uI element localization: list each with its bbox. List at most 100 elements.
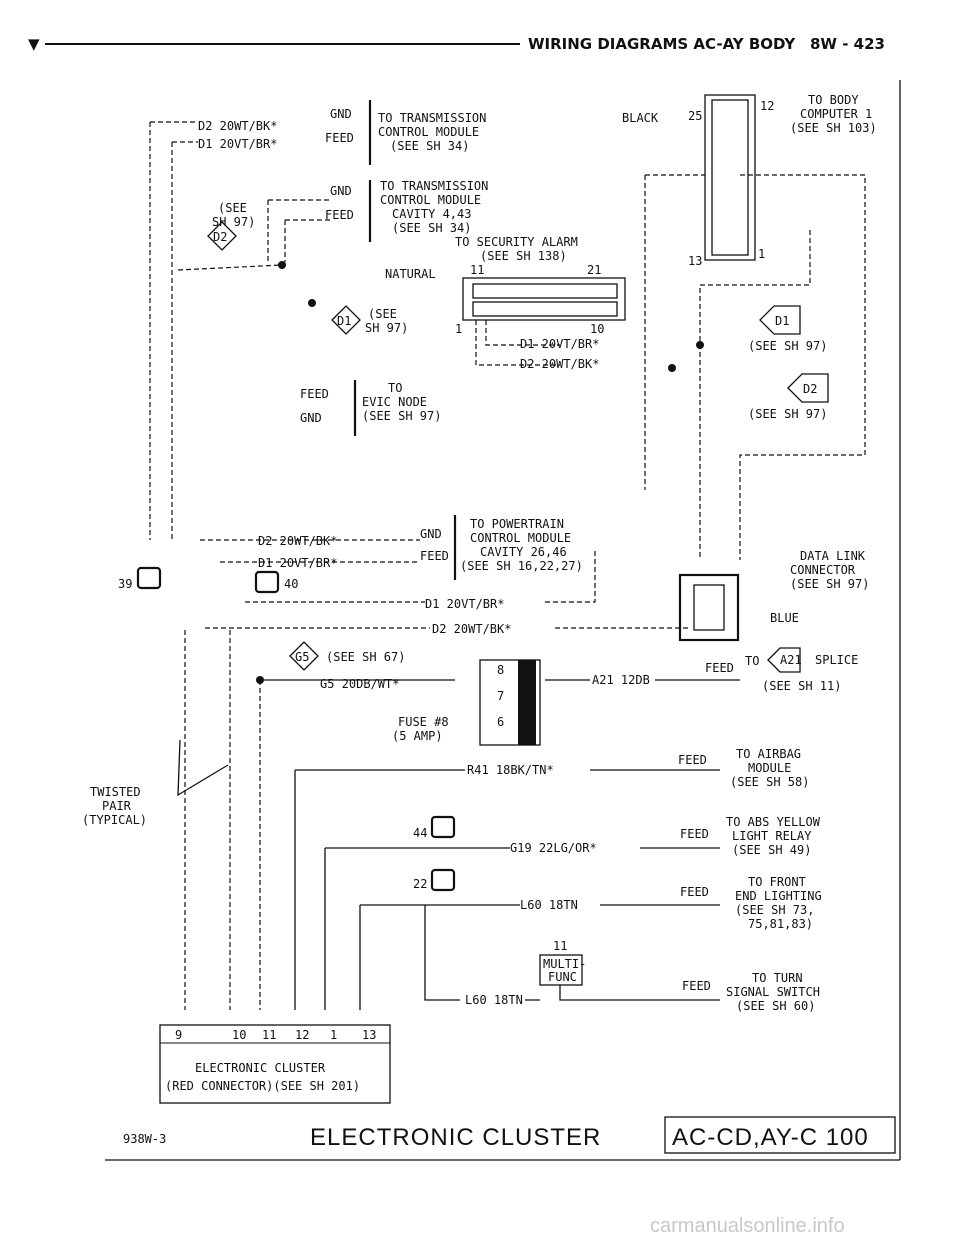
svg-text:NATURAL: NATURAL bbox=[385, 267, 436, 281]
splice-d2-top: D2 bbox=[207, 221, 237, 251]
svg-text:(SEE SH 34): (SEE SH 34) bbox=[390, 139, 469, 153]
svg-text:TO TRANSMISSION: TO TRANSMISSION bbox=[378, 111, 486, 125]
svg-text:R41 18BK/TN*: R41 18BK/TN* bbox=[467, 763, 554, 777]
svg-text:(SEE SH 103): (SEE SH 103) bbox=[790, 121, 877, 135]
svg-text:(SEE SH 11): (SEE SH 11) bbox=[762, 679, 841, 693]
svg-text:40: 40 bbox=[284, 577, 298, 591]
svg-text:FEED: FEED bbox=[705, 661, 734, 675]
fuse-block bbox=[479, 659, 541, 746]
splice-d2-right: D2 bbox=[787, 373, 829, 403]
dlc-label: DATA LINK CONNECTOR (SEE SH 97) bbox=[790, 549, 869, 591]
svg-text:FUNC: FUNC bbox=[548, 970, 577, 984]
svg-text:(SEE SH 97): (SEE SH 97) bbox=[790, 577, 869, 591]
front-label: TO FRONT END LIGHTING (SEE SH 73, 75,81,… bbox=[735, 875, 822, 931]
svg-text:SH 97): SH 97) bbox=[212, 215, 255, 229]
svg-text:D1 20VT/BR*: D1 20VT/BR* bbox=[520, 337, 599, 351]
evic-label: TO EVIC NODE (SEE SH 97) bbox=[362, 381, 441, 423]
svg-text:(SEE SH 34): (SEE SH 34) bbox=[392, 221, 471, 235]
svg-text:11: 11 bbox=[470, 263, 484, 277]
svg-text:TO BODY: TO BODY bbox=[808, 93, 859, 107]
svg-text:EVIC NODE: EVIC NODE bbox=[362, 395, 427, 409]
svg-text:GND: GND bbox=[330, 184, 352, 198]
svg-text:(RED CONNECTOR)(SEE SH 201): (RED CONNECTOR)(SEE SH 201) bbox=[165, 1079, 360, 1093]
svg-text:8: 8 bbox=[497, 663, 504, 677]
svg-text:SPLICE: SPLICE bbox=[815, 653, 858, 667]
svg-text:22: 22 bbox=[413, 877, 427, 891]
svg-text:CAVITY 26,46: CAVITY 26,46 bbox=[480, 545, 567, 559]
svg-text:L60 18TN: L60 18TN bbox=[520, 898, 578, 912]
svg-text:FEED: FEED bbox=[420, 549, 449, 563]
svg-text:10: 10 bbox=[590, 322, 604, 336]
svg-text:SH 97): SH 97) bbox=[365, 321, 408, 335]
svg-text:MODULE: MODULE bbox=[748, 761, 791, 775]
svg-text:D1: D1 bbox=[775, 314, 789, 328]
security-label: TO SECURITY ALARM (SEE SH 138) bbox=[455, 235, 578, 263]
svg-text:MULTI-: MULTI- bbox=[543, 957, 586, 971]
connector-40-icon bbox=[254, 570, 280, 594]
svg-text:END LIGHTING: END LIGHTING bbox=[735, 889, 822, 903]
svg-text:D2 20WT/BK*: D2 20WT/BK* bbox=[432, 622, 511, 636]
svg-text:(SEE SH 97): (SEE SH 97) bbox=[748, 339, 827, 353]
svg-text:(SEE SH 67): (SEE SH 67) bbox=[326, 650, 405, 664]
svg-text:1: 1 bbox=[758, 247, 765, 261]
cluster-pin-label: 12 bbox=[295, 1028, 309, 1042]
svg-text:G5: G5 bbox=[295, 650, 309, 664]
splice-g5: G5 bbox=[289, 641, 319, 671]
svg-text:(SEE SH 97): (SEE SH 97) bbox=[362, 409, 441, 423]
svg-text:GND: GND bbox=[330, 107, 352, 121]
svg-text:D2 20WT/BK*: D2 20WT/BK* bbox=[258, 534, 337, 548]
svg-text:TO POWERTRAIN: TO POWERTRAIN bbox=[470, 517, 564, 531]
svg-text:21: 21 bbox=[587, 263, 601, 277]
header-page: 8W - 423 bbox=[810, 35, 885, 53]
svg-text:(TYPICAL): (TYPICAL) bbox=[82, 813, 147, 827]
svg-text:D2 20WT/BK*: D2 20WT/BK* bbox=[520, 357, 599, 371]
svg-text:COMPUTER 1: COMPUTER 1 bbox=[800, 107, 872, 121]
footer-title: ELECTRONIC CLUSTER bbox=[310, 1124, 601, 1151]
svg-text:ELECTRONIC CLUSTER: ELECTRONIC CLUSTER bbox=[195, 1061, 326, 1075]
footer-code: 938W-3 bbox=[123, 1132, 166, 1146]
pcm-label: TO POWERTRAIN CONTROL MODULE CAVITY 26,4… bbox=[460, 517, 583, 573]
connector-44-icon bbox=[430, 815, 456, 839]
electronic-cluster: ELECTRONIC CLUSTER (RED CONNECTOR)(SEE S… bbox=[159, 1024, 391, 1104]
trans-label-1: TO TRANSMISSION CONTROL MODULE (SEE SH 3… bbox=[378, 111, 486, 153]
svg-text:(5 AMP): (5 AMP) bbox=[392, 729, 443, 743]
security-connector bbox=[462, 277, 626, 321]
svg-text:A21: A21 bbox=[780, 653, 802, 667]
cluster-pin-label: 10 bbox=[232, 1028, 246, 1042]
svg-text:7: 7 bbox=[497, 689, 504, 703]
svg-text:D1 20VT/BR*: D1 20VT/BR* bbox=[425, 597, 504, 611]
svg-text:FUSE #8: FUSE #8 bbox=[398, 715, 449, 729]
svg-text:BLUE: BLUE bbox=[770, 611, 799, 625]
svg-text:TO TRANSMISSION: TO TRANSMISSION bbox=[380, 179, 488, 193]
svg-text:FEED: FEED bbox=[680, 885, 709, 899]
footer-ref: AC-CD,AY-C 100 bbox=[664, 1116, 896, 1154]
svg-text:D2: D2 bbox=[213, 230, 227, 244]
svg-text:AC-CD,AY-C 100: AC-CD,AY-C 100 bbox=[672, 1124, 869, 1151]
svg-text:FEED: FEED bbox=[678, 753, 707, 767]
svg-text:(SEE SH 58): (SEE SH 58) bbox=[730, 775, 809, 789]
svg-text:FEED: FEED bbox=[682, 979, 711, 993]
svg-text:12: 12 bbox=[760, 99, 774, 113]
svg-text:CAVITY 4,43: CAVITY 4,43 bbox=[392, 207, 471, 221]
svg-text:(SEE SH 138): (SEE SH 138) bbox=[480, 249, 567, 263]
body-label: TO BODY COMPUTER 1 (SEE SH 103) bbox=[790, 93, 877, 135]
fuse-label: FUSE #8 (5 AMP) bbox=[392, 715, 449, 743]
connector-22-icon bbox=[430, 868, 456, 892]
cluster-pin-label: 13 bbox=[362, 1028, 376, 1042]
svg-text:TO: TO bbox=[388, 381, 402, 395]
splice-label: TO A21 SPLICE (SEE SH 11) bbox=[745, 647, 858, 693]
svg-text:FEED: FEED bbox=[325, 131, 354, 145]
header-marker: ▼ bbox=[28, 35, 40, 53]
svg-text:(SEE SH 16,22,27): (SEE SH 16,22,27) bbox=[460, 559, 583, 573]
svg-text:D1: D1 bbox=[337, 314, 351, 328]
airbag-label: TO AIRBAG MODULE (SEE SH 58) bbox=[730, 747, 809, 789]
svg-text:LIGHT RELAY: LIGHT RELAY bbox=[732, 829, 812, 843]
cluster-pin-label: 1 bbox=[330, 1028, 337, 1042]
svg-text:G5 20DB/WT*: G5 20DB/WT* bbox=[320, 677, 399, 691]
svg-text:FEED: FEED bbox=[325, 208, 354, 222]
data-link-connector bbox=[678, 573, 740, 642]
svg-text:(SEE: (SEE bbox=[368, 307, 397, 321]
svg-text:GND: GND bbox=[300, 411, 322, 425]
svg-text:TO: TO bbox=[745, 654, 759, 668]
svg-text:(SEE SH 60): (SEE SH 60) bbox=[736, 999, 815, 1013]
